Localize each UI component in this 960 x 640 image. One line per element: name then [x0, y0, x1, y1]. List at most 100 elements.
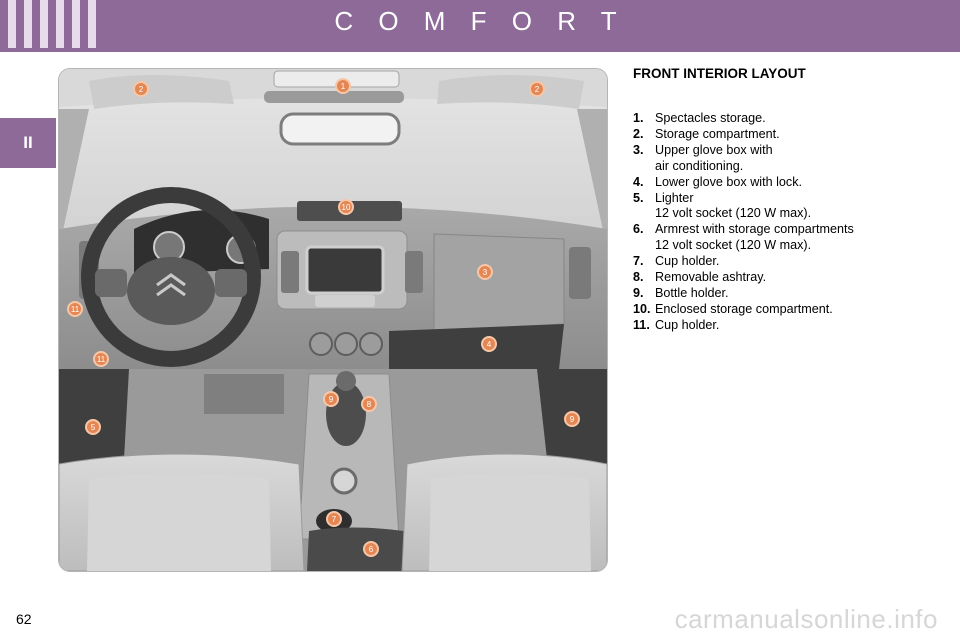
seat-right-cushion-shape: [429, 473, 591, 571]
legend-item-text: Removable ashtray.: [655, 270, 767, 285]
callout-marker: 9: [323, 391, 339, 407]
header-stripe: [88, 0, 96, 48]
wheel-spoke-left-shape: [95, 269, 127, 297]
callout-marker-label: 11: [71, 305, 80, 314]
header-stripes: [8, 0, 96, 48]
sun-visor-left-shape: [89, 75, 234, 109]
callout-marker: 2: [529, 81, 545, 97]
legend-item-number: 10.: [633, 302, 651, 317]
steering-hub-shape: [127, 257, 215, 325]
pillar-left-shape: [59, 109, 89, 249]
callout-marker-label: 9: [570, 415, 575, 424]
callout-marker-dot: [481, 336, 497, 352]
callout-marker-dot: [85, 419, 101, 435]
callout-marker: 9: [564, 411, 580, 427]
callout-marker-dot: [477, 264, 493, 280]
page-number: 62: [16, 611, 32, 627]
callout-marker: 8: [361, 396, 377, 412]
callout-marker-label: 5: [91, 423, 96, 432]
legend-item-number: 1.: [633, 111, 644, 125]
legend-item-number: 3.: [633, 143, 644, 158]
legend-item: 5.Lighter 12 volt socket (120 W max).: [633, 191, 953, 222]
chapter-tab: II: [0, 118, 56, 168]
roof-console-shape: [264, 91, 404, 103]
callout-marker: 7: [326, 511, 342, 527]
climate-knob-shape: [309, 332, 333, 356]
header-stripe: [56, 0, 64, 48]
callout-marker-dot: [323, 391, 339, 407]
callout-marker-label: 10: [342, 203, 351, 212]
legend-item-number: 2.: [633, 127, 644, 142]
callout-marker: 2: [133, 81, 149, 97]
vent-center-right-shape: [405, 251, 423, 293]
legend-item-number: 6.: [633, 222, 644, 237]
callout-marker-dot: [363, 541, 379, 557]
callout-marker-label: 9: [329, 395, 334, 404]
callout-markers: 2 1 2 10 3 11 11 4 9 8 5 9 7 6: [67, 78, 580, 557]
radio-buttons-shape: [315, 295, 375, 307]
legend-item: 10.Enclosed storage compartment.: [633, 302, 953, 318]
callout-marker-dot: [326, 511, 342, 527]
legend-item: 7. Cup holder.: [633, 254, 953, 270]
callout-marker-label: 6: [369, 545, 374, 554]
callout-marker: 10: [338, 199, 354, 215]
legend-item: 9. Bottle holder.: [633, 286, 953, 302]
seat-left-cushion-shape: [87, 473, 271, 571]
upper-glove-box-shape: [433, 233, 565, 332]
legend-item-number: 4.: [633, 174, 644, 189]
sun-visor-right-shape: [437, 75, 584, 109]
legend-item-text: Lower glove box with lock.: [655, 174, 802, 189]
legend-item-number: 9.: [633, 286, 644, 301]
legend-item-text: Bottle holder.: [655, 286, 729, 301]
legend-list: 1. Spectacles storage. 2. Storage compartme…: [633, 111, 953, 335]
legend-item: 2. Storage compartment.: [633, 127, 953, 143]
legend-item-text: Cup holder.: [655, 254, 720, 269]
legend-item: 8. Removable ashtray.: [633, 270, 953, 286]
interior-illustration: 2 1 2 10 3 11 11 4 9 8 5 9 7 6: [59, 69, 607, 571]
callout-marker: 11: [93, 351, 109, 367]
section-title: FRONT INTERIOR LAYOUT: [633, 66, 806, 81]
callout-marker-dot: [93, 351, 109, 367]
lower-glove-box-shape: [389, 324, 564, 379]
legend-item-text: Upper glove box with air conditioning.: [655, 143, 773, 173]
callout-marker-label: 8: [367, 400, 372, 409]
vent-right-shape: [569, 247, 591, 299]
callout-marker-dot: [67, 301, 83, 317]
interior-figure: 2 1 2 10 3 11 11 4 9 8 5 9 7 6: [58, 68, 608, 572]
callout-marker-dot: [338, 199, 354, 215]
legend-item-number: 8.: [633, 270, 644, 285]
legend-item-number: 7.: [633, 254, 644, 269]
callout-marker-dot: [335, 78, 351, 94]
callout-marker: 11: [67, 301, 83, 317]
legend-item-text: Storage compartment.: [655, 127, 780, 142]
legend-item-text: Cup holder.: [655, 318, 720, 333]
climate-knob-shape: [334, 332, 358, 356]
legend-item: 3. Upper glove box with air conditioning.: [633, 143, 953, 174]
brand-logo-shape: [156, 273, 186, 297]
callout-marker: 3: [477, 264, 493, 280]
callout-marker: 1: [335, 78, 351, 94]
climate-knob-shape: [359, 332, 383, 356]
legend-item-text: Armrest with storage compartments 12 vol…: [655, 222, 854, 252]
callout-marker: 4: [481, 336, 497, 352]
console-knob-shape: [330, 467, 358, 495]
callout-marker-label: 2: [535, 85, 540, 94]
callout-marker-label: 7: [332, 515, 337, 524]
legend-item-number: 11.: [633, 318, 650, 333]
steering-wheel-rim-shape: [81, 187, 261, 367]
callout-marker-label: 3: [483, 268, 488, 277]
watermark-text: carmanualsonline.info: [674, 604, 938, 634]
callout-marker-dot: [133, 81, 149, 97]
legend-item-text: Spectacles storage.: [655, 111, 766, 125]
rear-view-mirror-shape: [279, 112, 401, 146]
pillar-right-shape: [577, 109, 607, 249]
callout-marker: 5: [85, 419, 101, 435]
chapter-header-bar: C O M F O R T: [0, 0, 960, 52]
callout-marker-dot: [564, 411, 580, 427]
legend-item-text: Lighter 12 volt socket (120 W max).: [655, 190, 812, 221]
header-stripe: [24, 0, 32, 48]
legend-item: 6. Armrest with storage compartments 12 v…: [633, 222, 953, 253]
wheel-spoke-right-shape: [215, 269, 247, 297]
callout-marker-label: 4: [487, 340, 492, 349]
callout-marker-dot: [361, 396, 377, 412]
